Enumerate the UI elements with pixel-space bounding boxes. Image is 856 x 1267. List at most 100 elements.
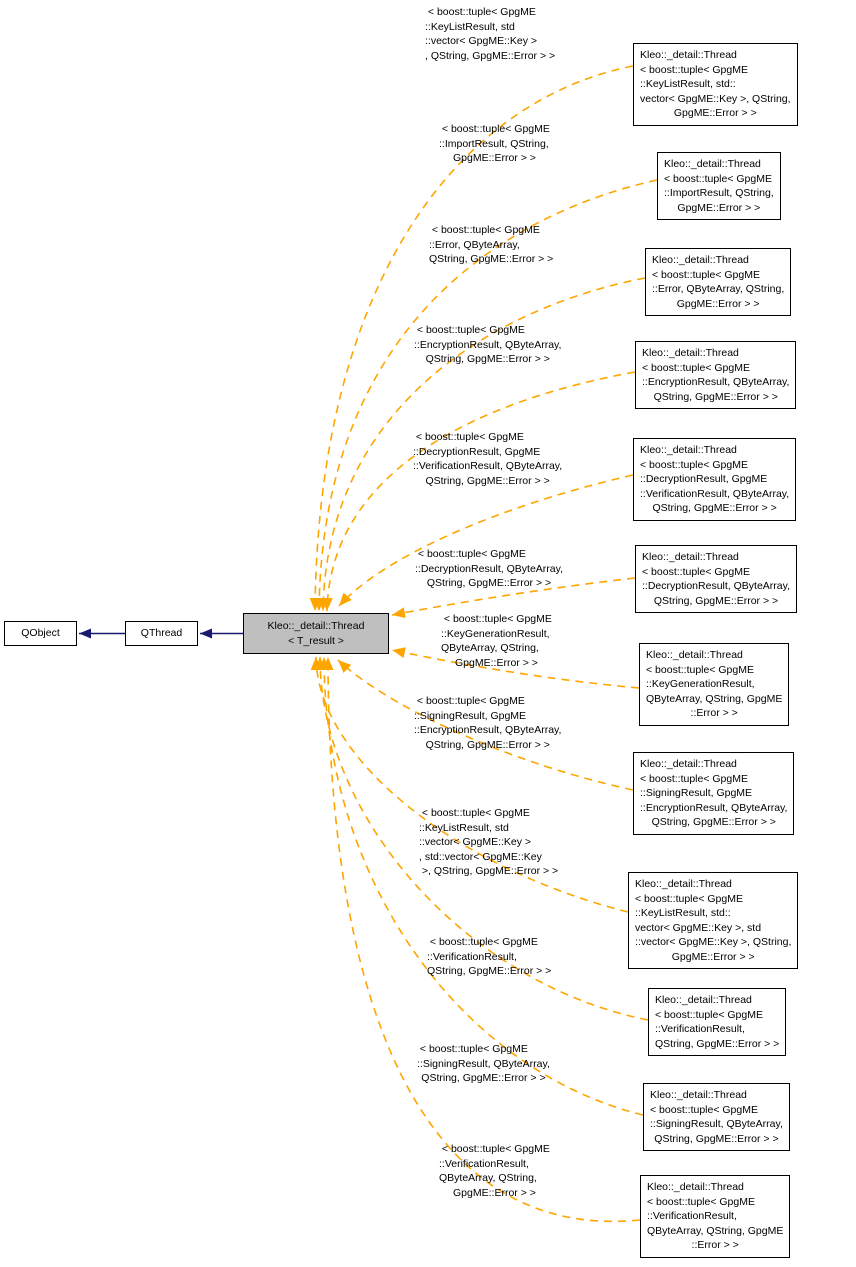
class-node-label-line: GpgME::Error > > — [671, 950, 755, 963]
class-node-label-line: ::EncryptionResult, QByteArray, — [642, 376, 790, 388]
class-node-label-line: < boost::tuple< GpgME — [646, 663, 754, 676]
class-node-label-line: Kleo::_detail::Thread — [642, 347, 739, 359]
instantiation-class-node[interactable]: Kleo::_detail::Thread< boost::tuple< Gpg… — [640, 1175, 791, 1258]
class-node-label-line: Kleo::_detail::Thread — [655, 994, 752, 1006]
edge-label-line: < boost::tuple< GpgME — [417, 1043, 528, 1055]
class-node-label-line: Kleo::_detail::Thread — [640, 49, 737, 61]
template-instantiation-edge — [309, 65, 634, 612]
instantiation-class-node[interactable]: Kleo::_detail::Thread< boost::tuple< Gpg… — [639, 643, 790, 726]
instantiation-class-node[interactable]: Kleo::_detail::Thread< boost::tuple< Gpg… — [633, 438, 797, 521]
template-instantiation-edge — [337, 659, 634, 791]
instantiation-class-node[interactable]: Kleo::_detail::Thread< boost::tuple< Gpg… — [635, 545, 798, 613]
class-node-label-line: Kleo::_detail::Thread — [640, 444, 737, 456]
class-node-label-line: ::KeyListResult, std:: — [640, 78, 736, 90]
edge-label-line: < boost::tuple< GpgME — [413, 431, 524, 443]
class-node-label-line: Kleo::_detail::Thread — [642, 551, 739, 563]
class-node-label-line: GpgME::Error > > — [677, 201, 761, 214]
class-node-label-line: ::VerificationResult, — [655, 1023, 745, 1035]
class-node-label-line: QString, GpgME::Error > > — [653, 594, 779, 607]
instantiation-class-node[interactable]: Kleo::_detail::Thread< boost::tuple< Gpg… — [633, 752, 795, 835]
class-node-qobject[interactable]: QObject — [4, 621, 77, 646]
class-node-label-line: < boost::tuple< GpgME — [640, 772, 748, 785]
class-node-label-line: ::KeyGenerationResult, — [646, 678, 755, 690]
class-node-qthread[interactable]: QThread — [125, 621, 198, 646]
class-node-label-line: Kleo::_detail::Thread — [647, 1181, 744, 1193]
edge-template-args-label: < boost::tuple< GpgME::SigningResult, QB… — [417, 1042, 550, 1086]
instantiation-class-node[interactable]: Kleo::_detail::Thread< boost::tuple< Gpg… — [645, 248, 792, 316]
class-node-label-line: < boost::tuple< GpgME — [652, 268, 760, 281]
edge-label-line: ::vector< GpgME::Key > — [425, 35, 538, 47]
edge-label-line: ::Error, QByteArray, — [429, 238, 520, 251]
edge-label-line: < boost::tuple< GpgME — [427, 936, 538, 948]
edge-template-args-label: < boost::tuple< GpgME::KeyListResult, st… — [425, 5, 555, 63]
edge-label-line: QString, GpgME::Error > > — [426, 577, 552, 589]
instantiation-class-node[interactable]: Kleo::_detail::Thread< boost::tuple< Gpg… — [633, 43, 798, 126]
class-node-label-line: < boost::tuple< GpgME — [647, 1195, 755, 1208]
template-instantiation-edge — [322, 656, 641, 1223]
edge-label-line: ::KeyGenerationResult, — [441, 627, 550, 640]
class-node-label-line: QString, GpgME::Error > > — [654, 1132, 779, 1145]
edge-label-line: >, QString, GpgME::Error > > — [419, 865, 559, 877]
instantiation-class-node[interactable]: Kleo::_detail::Thread< boost::tuple< Gpg… — [643, 1083, 790, 1151]
class-node-label-line: ::vector< GpgME::Key >, QString, — [635, 936, 792, 948]
edge-template-args-label: < boost::tuple< GpgME::VerificationResul… — [439, 1142, 550, 1200]
instantiation-class-node[interactable]: Kleo::_detail::Thread< boost::tuple< Gpg… — [648, 988, 787, 1056]
class-node-label-line: QString, GpgME::Error > > — [651, 816, 776, 828]
edge-label-line: ::DecryptionResult, QByteArray, — [415, 562, 564, 575]
instantiation-class-node[interactable]: Kleo::_detail::Thread< boost::tuple< Gpg… — [628, 872, 799, 969]
class-node-label-line: ::DecryptionResult, GpgME — [640, 473, 768, 485]
instantiation-class-node[interactable]: Kleo::_detail::Thread< boost::tuple< Gpg… — [635, 341, 797, 409]
edge-label-line: ::SigningResult, GpgME — [414, 709, 527, 722]
class-node-label-line: < T_result > — [288, 634, 344, 647]
instantiation-class-node[interactable]: Kleo::_detail::Thread< boost::tuple< Gpg… — [657, 152, 781, 220]
class-node-label-line: Kleo::_detail::Thread — [640, 758, 737, 770]
edge-template-args-label: < boost::tuple< GpgME::Error, QByteArray… — [429, 223, 553, 267]
edge-label-line: < boost::tuple< GpgME — [439, 123, 550, 135]
template-instantiation-edge — [391, 647, 640, 689]
class-node-label-line: GpgME::Error > > — [676, 297, 760, 310]
template-instantiation-edge — [317, 277, 646, 612]
class-node-label-line: < boost::tuple< GpgME — [650, 1103, 758, 1116]
template-instantiation-edge — [313, 179, 658, 612]
edge-label-line: ::DecryptionResult, GpgME — [413, 445, 541, 458]
edge-label-line: ::EncryptionResult, QByteArray, — [414, 724, 562, 736]
edge-label-line: QByteArray, QString, — [441, 642, 539, 654]
edge-label-line: , QString, GpgME::Error > > — [425, 49, 556, 62]
class-node-label-line: ::ImportResult, QString, — [664, 187, 774, 199]
edge-label-line: < boost::tuple< GpgME — [441, 613, 552, 625]
edge-label-line: QString, GpgME::Error > > — [429, 253, 554, 265]
edge-label-line: ::vector< GpgME::Key > — [419, 836, 532, 848]
class-node-label-line: < boost::tuple< GpgME — [640, 458, 748, 471]
class-node-label-line: < boost::tuple< GpgME — [635, 892, 743, 905]
edge-label-line: QString, GpgME::Error > > — [425, 738, 550, 751]
class-node-label-line: Kleo::_detail::Thread — [635, 878, 732, 890]
edge-label-line: QByteArray, QString, — [439, 1172, 537, 1184]
edge-label-line: QString, GpgME::Error > > — [421, 1072, 546, 1084]
edge-template-args-label: < boost::tuple< GpgME::SigningResult, Gp… — [414, 694, 561, 752]
class-node-label-line: < boost::tuple< GpgME — [642, 361, 750, 374]
class-node-label-line: Kleo::_detail::Thread — [650, 1089, 747, 1101]
edge-label-line: GpgME::Error > > — [453, 152, 536, 164]
class-node-thread-template[interactable]: Kleo::_detail::Thread < T_result > — [243, 613, 389, 654]
edge-label-line: ::VerificationResult, — [427, 950, 517, 963]
template-instantiation-edge — [314, 656, 649, 1021]
edge-label-line: < boost::tuple< GpgME — [415, 548, 526, 560]
edge-label-line: < boost::tuple< GpgME — [429, 224, 540, 236]
edge-label-line: < boost::tuple< GpgME — [425, 6, 536, 18]
class-node-label-line: Kleo::_detail::Thread — [664, 158, 761, 170]
edge-label-line: < boost::tuple< GpgME — [414, 695, 525, 707]
edge-label-line: , std::vector< GpgME::Key — [419, 850, 542, 863]
class-node-label-line: ::Error > > — [690, 707, 738, 719]
edge-label-line: ::SigningResult, QByteArray, — [417, 1057, 550, 1070]
edge-template-args-label: < boost::tuple< GpgME::KeyListResult, st… — [419, 806, 558, 879]
class-node-label-line: GpgME::Error > > — [673, 107, 757, 119]
class-node-label-line: QString, GpgME::Error > > — [655, 1037, 780, 1050]
class-node-label-line: QByteArray, QString, GpgME — [646, 692, 783, 705]
edge-template-args-label: < boost::tuple< GpgME::EncryptionResult,… — [414, 323, 561, 367]
class-node-label-line: < boost::tuple< GpgME — [640, 63, 748, 76]
class-node-label-line: Kleo::_detail::Thread — [267, 619, 365, 632]
class-node-label-line: ::SigningResult, GpgME — [640, 787, 753, 799]
edge-label-line: GpgME::Error > > — [453, 1186, 536, 1199]
